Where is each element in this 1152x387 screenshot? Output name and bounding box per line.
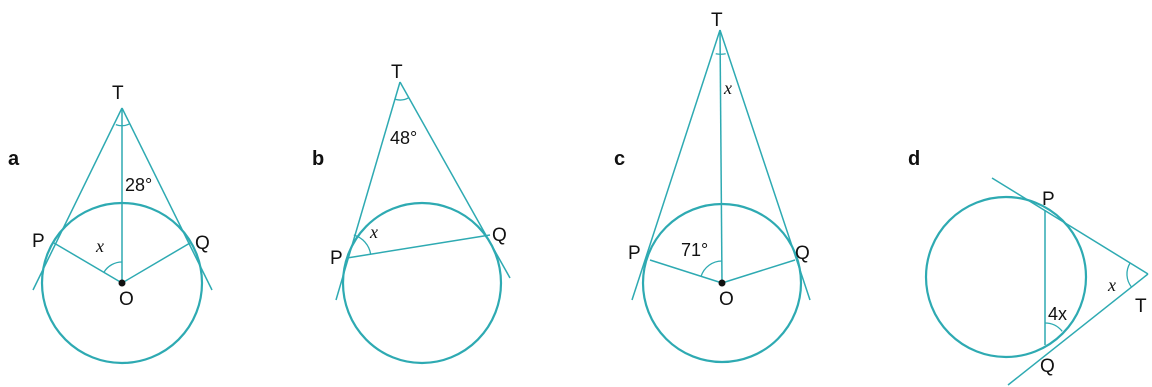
angle-label-x-b: x: [369, 222, 378, 242]
radius-oq-c: [721, 259, 796, 284]
point-label-t-b: T: [391, 62, 403, 83]
tangent-tq-d: [1007, 273, 1149, 386]
angle-arc-x-b: [353, 234, 372, 255]
angle-label-given-b: 48°: [390, 128, 417, 148]
angle-label-given-c: 71°: [681, 240, 708, 260]
point-label-q-c: Q: [795, 243, 810, 264]
radius-op-c: [649, 259, 723, 284]
point-label-p-d: P: [1042, 189, 1055, 210]
angle-label-given-a: 28°: [125, 175, 152, 195]
tangent-tp-a: [32, 107, 123, 291]
point-label-p-a: P: [32, 231, 45, 252]
tangent-tp-b: [335, 81, 401, 301]
part-label-c: c: [614, 148, 625, 170]
tangent-tq-c: [719, 29, 811, 301]
circle-d: [924, 195, 1088, 359]
point-label-o-c: O: [719, 289, 734, 310]
tangent-tq-b: [399, 81, 511, 279]
tangent-tq-a: [121, 107, 213, 291]
angle-arc-q-d: [1044, 322, 1063, 332]
diagram-c: c T P Q O 71° x: [614, 10, 811, 364]
angle-arc-x-a: [103, 261, 123, 273]
angle-label-x-c: x: [723, 78, 732, 98]
point-label-t-d: T: [1135, 296, 1147, 317]
center-point-c: [718, 279, 726, 287]
line-to-c: [719, 29, 723, 284]
diagram-a: a T P Q O 28° x: [8, 83, 213, 365]
angle-arc-t-b: [394, 97, 410, 101]
point-label-t-a: T: [112, 83, 124, 104]
diagram-b: b T P Q 48° x: [312, 62, 511, 365]
diagram-d: d T P Q 4x x: [908, 148, 1149, 386]
point-label-p-c: P: [628, 243, 641, 264]
circle-b: [341, 201, 503, 365]
angle-label-given-d: 4x: [1048, 304, 1067, 324]
angle-arc-t-c: [715, 53, 726, 55]
angle-label-x-a: x: [95, 236, 104, 256]
point-label-q-a: Q: [195, 233, 210, 254]
angle-arc-t-a: [115, 123, 131, 127]
tangent-tp-c: [631, 29, 721, 301]
angle-arc-t-d: [1126, 262, 1133, 288]
angle-arc-o-c: [700, 260, 723, 277]
point-label-p-b: P: [330, 248, 343, 269]
point-label-q-d: Q: [1040, 356, 1055, 377]
center-point-a: [118, 279, 126, 287]
point-label-o-a: O: [119, 289, 134, 310]
part-label-d: d: [908, 148, 920, 170]
radius-op-a: [53, 242, 123, 284]
tangent-tp-d: [991, 177, 1149, 275]
part-label-a: a: [8, 148, 20, 170]
part-label-b: b: [312, 148, 324, 170]
point-label-t-c: T: [711, 10, 723, 31]
point-label-q-b: Q: [492, 225, 507, 246]
radius-oq-a: [121, 242, 191, 284]
angle-label-x-d: x: [1107, 275, 1116, 295]
